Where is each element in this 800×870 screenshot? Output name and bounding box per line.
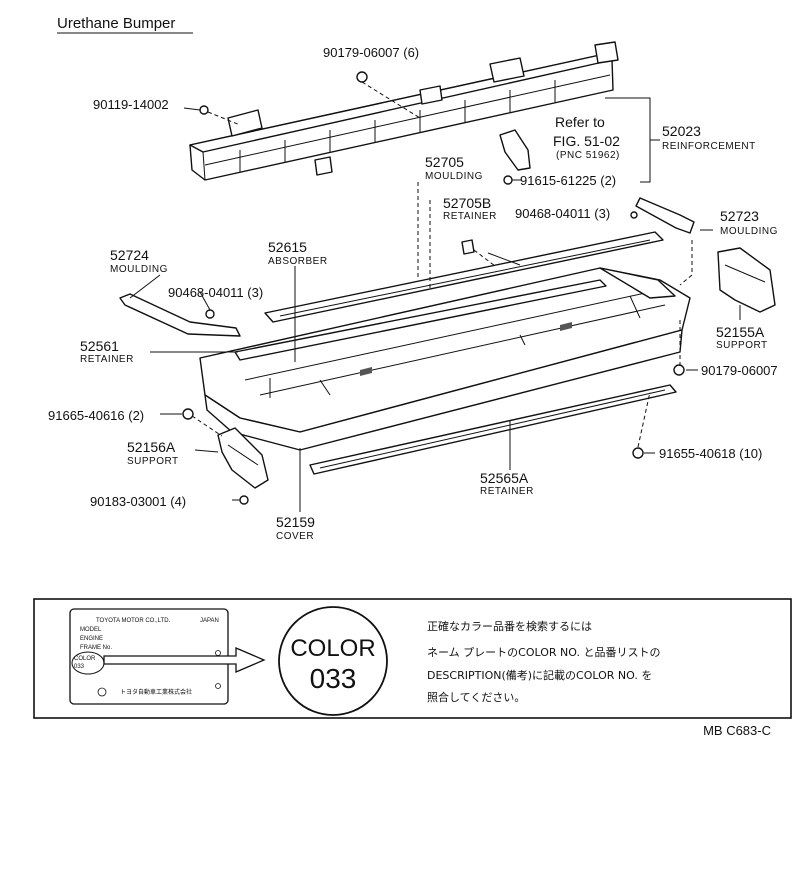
label-52705b: 52705B	[443, 195, 491, 211]
retainer-52565a-drawing	[309, 384, 677, 475]
svg-text:ENGINE: ENGINE	[80, 636, 103, 642]
label-90468-left: 90468-04011 (3)	[168, 285, 263, 300]
instruction-line-4: 照合してください。	[427, 690, 525, 704]
label-91665: 91665-40616 (2)	[48, 408, 144, 423]
color-circle-code: 033	[310, 663, 357, 694]
svg-text:FRAME No.: FRAME No.	[80, 645, 112, 651]
color-arrow	[103, 647, 266, 673]
label-52724-name: MOULDING	[110, 264, 168, 275]
instruction-line-3: DESCRIPTION(備考)に記載のCOLOR NO. を	[427, 668, 652, 682]
label-52023-name: REINFORCEMENT	[662, 141, 756, 152]
diagram-title: Urethane Bumper	[57, 15, 175, 32]
fig-bracket-drawing	[499, 129, 531, 171]
svg-text:MODEL: MODEL	[80, 627, 102, 633]
label-52724: 52724	[110, 247, 149, 263]
label-90119: 90119-14002	[93, 97, 169, 112]
label-52705b-name: RETAINER	[443, 211, 497, 222]
retainer-52561-drawing	[234, 279, 607, 361]
label-52023: 52023	[662, 123, 701, 139]
moulding-52724-drawing	[119, 293, 241, 337]
label-90468-right: 90468-04011 (3)	[515, 206, 610, 221]
label-52155a: 52155A	[716, 324, 765, 340]
label-refer-to: Refer to	[555, 114, 605, 130]
retainer-52705b-drawing	[461, 239, 475, 255]
label-91655: 91655-40618 (10)	[659, 446, 762, 461]
instruction-line-2: ネーム プレートのCOLOR NO. と品番リストの	[427, 646, 660, 659]
label-52705-name: MOULDING	[425, 171, 483, 182]
label-fig: FIG. 51-02	[553, 133, 620, 149]
support-52155a-drawing	[717, 247, 776, 313]
support-52156a-drawing	[217, 427, 269, 489]
reinforcement-drawing	[189, 41, 619, 181]
svg-text:TOYOTA MOTOR CO.,LTD.: TOYOTA MOTOR CO.,LTD.	[96, 618, 171, 624]
label-52561: 52561	[80, 338, 119, 354]
label-pnc: (PNC 51962)	[556, 150, 620, 161]
label-90179-right: 90179-06007	[701, 363, 778, 378]
moulding-52705-drawing	[264, 231, 664, 323]
label-52705: 52705	[425, 154, 464, 170]
color-circle-word: COLOR	[290, 635, 375, 662]
label-52615-name: ABSORBER	[268, 256, 328, 267]
svg-text:トヨタ自動車工業株式会社: トヨタ自動車工業株式会社	[120, 688, 192, 696]
label-52565a: 52565A	[480, 470, 529, 486]
moulding-52723-drawing	[635, 197, 695, 234]
svg-text:COLOR: COLOR	[74, 656, 96, 662]
svg-text:033: 033	[74, 664, 85, 670]
label-52159: 52159	[276, 514, 315, 530]
label-52155a-name: SUPPORT	[716, 340, 768, 351]
label-52156a: 52156A	[127, 439, 176, 455]
label-52565a-name: RETAINER	[480, 486, 534, 497]
instruction-line-1: 正確なカラー品番を検索するには	[427, 619, 592, 633]
label-52156a-name: SUPPORT	[127, 456, 179, 467]
label-90179-top: 90179-06007 (6)	[323, 45, 419, 60]
label-90183: 90183-03001 (4)	[90, 494, 186, 509]
leader-lines	[129, 81, 741, 512]
label-52723: 52723	[720, 208, 759, 224]
label-52723-name: MOULDING	[720, 226, 778, 237]
label-52159-name: COVER	[276, 531, 314, 542]
bumper-cover-drawing	[199, 267, 691, 451]
figure-code: MB C683-C	[703, 723, 771, 738]
label-52561-name: RETAINER	[80, 354, 134, 365]
svg-text:JAPAN: JAPAN	[200, 618, 219, 624]
color-circle	[278, 606, 388, 716]
label-52615: 52615	[268, 239, 307, 255]
label-91615: 91615-61225 (2)	[520, 173, 616, 188]
